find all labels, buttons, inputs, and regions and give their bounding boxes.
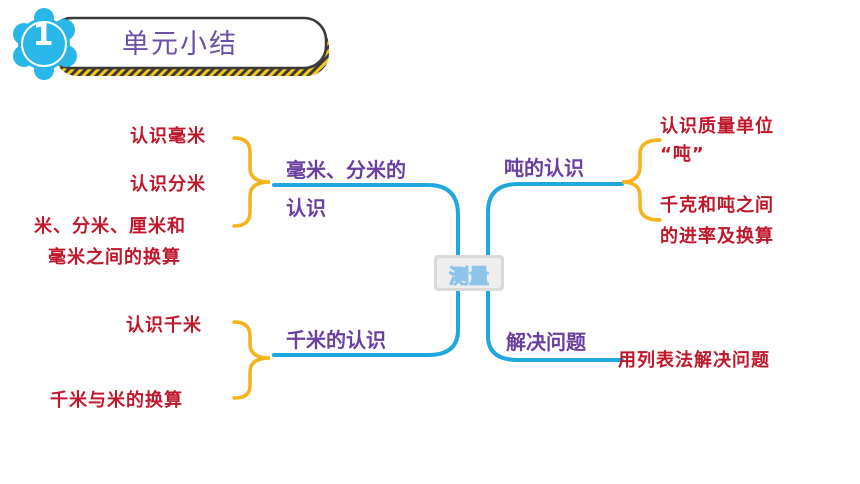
center-node [434, 255, 504, 291]
leaf-know-km: 认识千米 [126, 315, 202, 336]
leaf-unit-conversion-line2: 毫米之间的换算 [48, 247, 181, 268]
branch-label-km: 千米的认识 [286, 328, 386, 352]
page-title: 单元小结 [122, 29, 238, 60]
leaf-kg-ton-line1: 千克和吨之间 [660, 195, 774, 216]
leaf-know-dm: 认识分米 [130, 174, 206, 195]
bracket-top-left [232, 136, 271, 228]
leaf-table-method: 用列表法解决问题 [618, 350, 770, 371]
header-banner [48, 16, 329, 76]
branch-line-bottom-right [486, 288, 624, 362]
center-label: 测量 [449, 264, 490, 289]
leaf-mass-unit-line1: 认识质量单位 [660, 116, 774, 137]
section-number: 1 [32, 18, 54, 53]
branch-label-ton: 吨的认识 [504, 156, 584, 180]
bracket-top-right [621, 138, 662, 222]
branch-label-mm-dm-line1: 毫米、分米的 [286, 158, 406, 182]
branch-label-mm-dm-line2: 认识 [286, 196, 326, 220]
leaf-unit-conversion-line1: 米、分米、厘米和 [34, 216, 186, 237]
branch-label-problem-solving: 解决问题 [506, 330, 586, 354]
leaf-kg-ton-line2: 的进率及换算 [660, 226, 774, 247]
branch-line-top-right [486, 182, 624, 264]
leaf-mass-unit-line2: “吨” [660, 144, 705, 165]
badge-cloud-icon [13, 8, 77, 80]
leaf-know-mm: 认识毫米 [130, 126, 206, 147]
branch-line-top-left [272, 183, 460, 264]
branch-line-bottom-left [272, 288, 460, 357]
bracket-bottom-left [232, 320, 271, 400]
leaf-km-m-conversion: 千米与米的换算 [50, 390, 183, 411]
branch-lines [272, 182, 624, 362]
